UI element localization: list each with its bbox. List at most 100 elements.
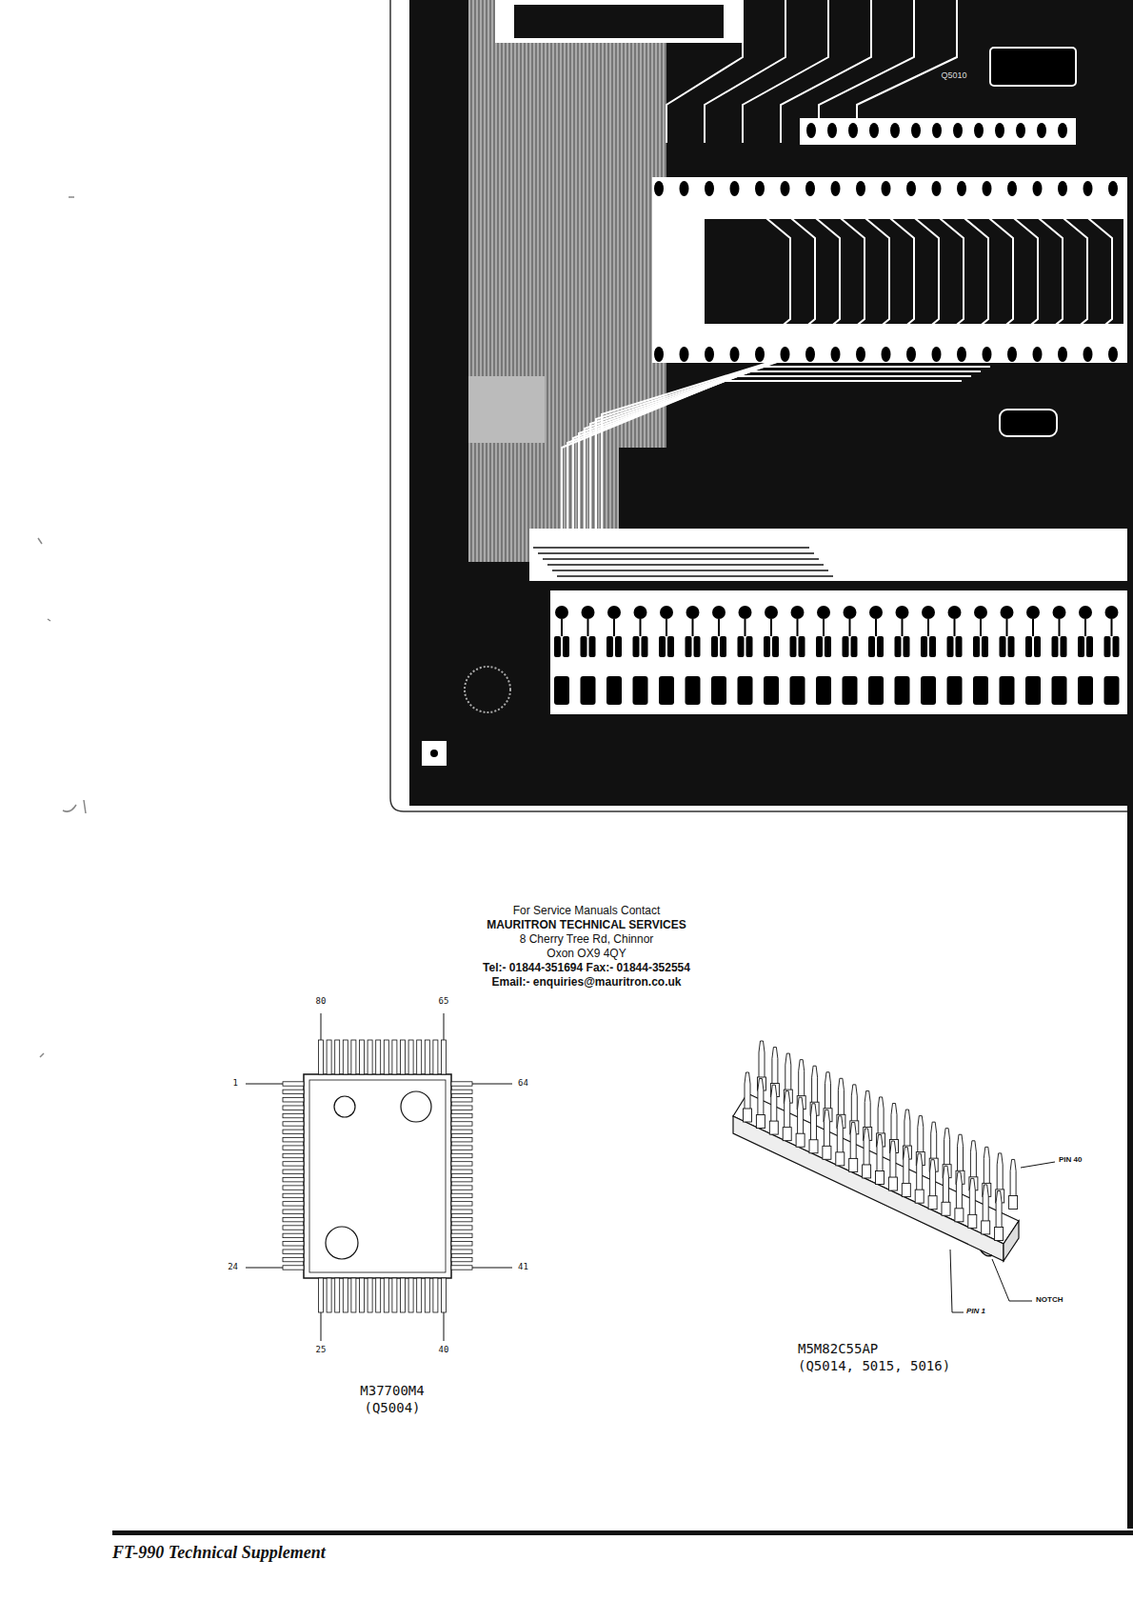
- pcb-trace: [547, 563, 824, 566]
- connector-finger: [772, 636, 779, 657]
- qfp-pin: [282, 1185, 304, 1190]
- qfp-pin: [451, 1209, 473, 1213]
- mounting-hole: [464, 666, 511, 713]
- pcb-trace: [1084, 618, 1087, 637]
- qfp-pin: [282, 1249, 304, 1253]
- qfp-pin: [282, 1161, 304, 1166]
- connector-finger: [1104, 675, 1120, 705]
- qfp-pin: [367, 1039, 373, 1074]
- connector-finger: [1077, 636, 1085, 657]
- qfp-pin: [282, 1265, 304, 1270]
- notch-callout: NOTCH: [1035, 1294, 1063, 1304]
- pcb-trace: [692, 618, 695, 637]
- pcb-trace: [927, 618, 930, 637]
- connector-finger: [667, 636, 675, 657]
- connector-band: [550, 590, 1133, 715]
- qfp-pin: [282, 1137, 304, 1142]
- contact-note: Oxon OX9 4QY: [546, 947, 626, 961]
- ic-pad: [1007, 180, 1017, 197]
- qfp-pin: [282, 1121, 304, 1126]
- ic-pad: [932, 346, 942, 362]
- leader-line: [1020, 1161, 1055, 1168]
- pcb-trace: [934, 195, 964, 343]
- pin-callout: PIN 1: [966, 1306, 986, 1315]
- connector-finger: [868, 675, 884, 705]
- dip-pin: [888, 1176, 897, 1191]
- ic-pad: [932, 180, 942, 197]
- qfp-pin: [408, 1277, 414, 1312]
- ic-pad: [890, 122, 900, 139]
- ic-pad: [1033, 346, 1043, 362]
- ic-pad: [755, 346, 765, 362]
- connector-pad: [791, 605, 805, 619]
- ic-pad: [1108, 346, 1118, 362]
- ic-pad: [805, 346, 815, 362]
- connector-finger: [633, 675, 649, 705]
- pin-number: 25: [316, 1344, 327, 1354]
- pcb-trace: [542, 557, 819, 560]
- connector-finger: [981, 636, 989, 657]
- pcb-trace: [742, 0, 829, 143]
- dip-pin: [954, 1208, 964, 1222]
- grey-area: [468, 376, 545, 443]
- connector-finger: [999, 636, 1007, 657]
- contact-note: 8 Cherry Tree Rd, Chinnor: [519, 933, 655, 947]
- pin-number: 64: [517, 1077, 529, 1088]
- connector-finger: [746, 636, 754, 657]
- ic-pad: [953, 122, 963, 139]
- pcb-trace: [560, 618, 563, 637]
- qfp-pin: [383, 1039, 389, 1074]
- edge-bar: [1127, 104, 1133, 1529]
- ic-pad: [679, 346, 690, 362]
- connector-finger: [999, 675, 1015, 705]
- scan-speck: [38, 197, 86, 1600]
- ic-pad: [1108, 180, 1118, 197]
- ic-pad: [1057, 122, 1068, 139]
- connector-finger: [920, 636, 928, 657]
- qfp-pin: [318, 1039, 324, 1074]
- connector-finger: [763, 675, 779, 705]
- qfp-pin: [433, 1277, 438, 1312]
- ic-pad: [973, 122, 984, 139]
- qfp-pin: [282, 1097, 304, 1102]
- ic-pad: [855, 180, 866, 197]
- ic-pad: [1057, 346, 1068, 362]
- ic-pad: [704, 180, 715, 197]
- qfp-pin: [342, 1039, 348, 1074]
- connector-finger: [737, 675, 754, 705]
- qfp-pin: [451, 1137, 473, 1142]
- connector-finger: [1052, 636, 1059, 657]
- connector-finger: [868, 636, 875, 657]
- pin-number: 41: [517, 1261, 529, 1272]
- pcb-trace: [578, 366, 991, 581]
- pcb-trace: [885, 195, 915, 343]
- qfp-pin: [282, 1152, 304, 1157]
- qfp-pin: [383, 1277, 389, 1312]
- qfp-pin: [451, 1185, 473, 1190]
- connector-finger: [1060, 636, 1068, 657]
- dip-pin: [862, 1164, 872, 1178]
- ic-pad: [1036, 122, 1047, 139]
- qfp-pin: [451, 1192, 473, 1197]
- dip-pin: [981, 1220, 991, 1234]
- component-pad: [990, 47, 1076, 86]
- connector-pad: [1105, 605, 1119, 619]
- dip-body: [1003, 1220, 1019, 1261]
- qfp-pin: [335, 1039, 340, 1074]
- connector-pad: [764, 605, 778, 619]
- connector-finger: [842, 675, 858, 705]
- connector-pad: [973, 605, 988, 619]
- pcb-trace: [613, 618, 616, 637]
- ic-pad: [831, 180, 841, 197]
- ic-pad: [881, 180, 892, 197]
- connector-finger: [947, 675, 963, 705]
- pin-number: 65: [438, 995, 450, 1006]
- connector-pad: [738, 605, 753, 619]
- ic-pad: [654, 346, 664, 362]
- dip-pin: [755, 1114, 765, 1129]
- pin-number: 40: [438, 1344, 450, 1354]
- qfp-pin: [451, 1113, 473, 1117]
- qfp-pin: [326, 1277, 332, 1312]
- dip-pin: [743, 1108, 753, 1122]
- connector-finger: [763, 636, 771, 657]
